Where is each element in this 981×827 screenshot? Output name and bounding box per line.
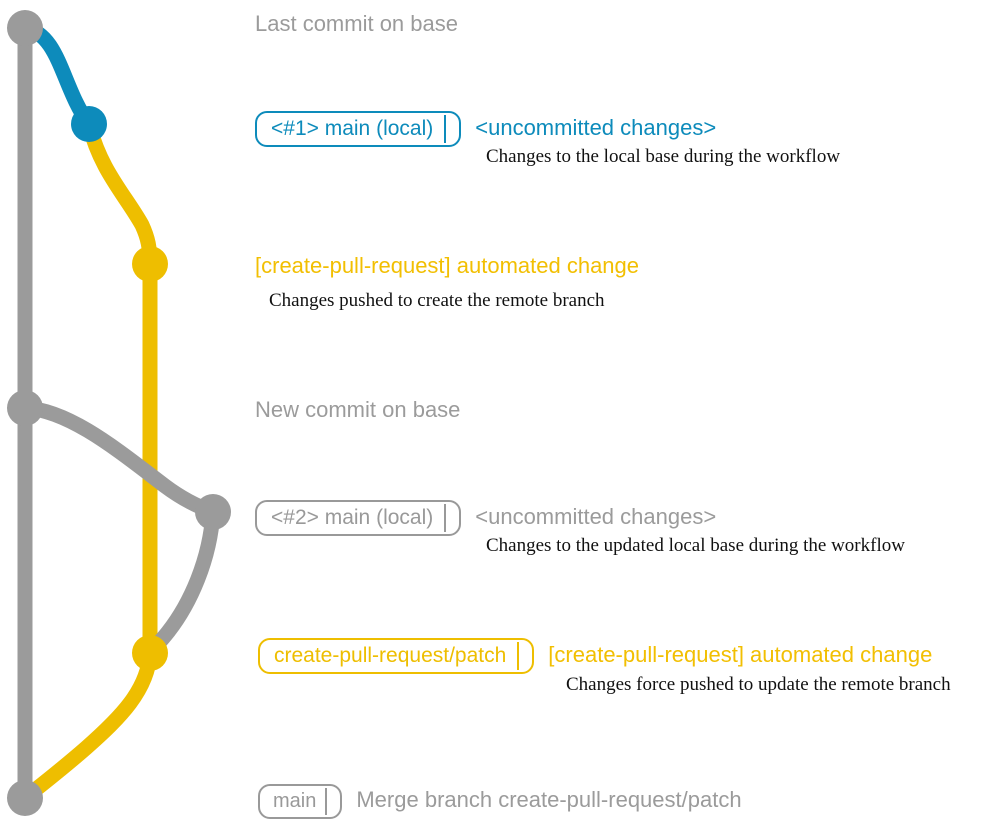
merge-into-base-curve [17,645,158,806]
entry-headline: <uncommitted changes> [475,504,717,529]
entry-automated-change-1: [create-pull-request] automated change [255,255,639,277]
entry-headline: Last commit on base [255,11,458,36]
entry-headline: New commit on base [255,397,461,422]
entry-merge-commit: main Merge branch create-pull-request/pa… [258,784,742,819]
commit-node-new-commit-on-base [7,390,43,426]
branch-badge-local-1[interactable]: <#1> main (local) [255,111,462,147]
entry-subtext-automated-change-1: Changes pushed to create the remote bran… [269,290,605,311]
commit-node-automated-change-2 [132,635,168,671]
entry-last-commit-on-base: Last commit on base [255,13,458,35]
commit-node-merge-commit [7,780,43,816]
entry-headline: [create-pull-request] automated change [255,253,640,278]
entry-new-commit-on-base: New commit on base [255,399,460,421]
commit-node-local-base-2 [195,494,231,530]
entry-automated-change-2: create-pull-request/patch [create-pull-r… [258,638,932,674]
branch-badge-local-2[interactable]: <#2> main (local) [255,500,462,536]
branch-badge-remote-patch[interactable]: create-pull-request/patch [258,638,535,674]
commit-node-last-commit-on-base [7,10,43,46]
entry-subtext-automated-change-2: Changes force pushed to update the remot… [566,674,951,695]
local-branch-2-curve [17,400,221,520]
entry-subtext-local-base-1: Changes to the local base during the wor… [486,146,841,167]
entry-subtext-local-base-2: Changes to the updated local base during… [486,535,905,556]
remote-branch-1-curve [81,116,158,272]
entry-local-base-1: <#1> main (local) <uncommitted changes> [255,111,716,147]
entry-headline: Merge branch create-pull-request/patch [356,787,742,812]
local-2-to-patch-curve [142,504,221,661]
entry-headline: [create-pull-request] automated change [548,642,933,667]
commit-node-local-base-1 [71,106,107,142]
branch-badge-main[interactable]: main [258,784,343,819]
commit-node-automated-change-1 [132,246,168,282]
entry-local-base-2: <#2> main (local) <uncommitted changes> [255,500,716,536]
entry-headline: <uncommitted changes> [475,115,717,140]
